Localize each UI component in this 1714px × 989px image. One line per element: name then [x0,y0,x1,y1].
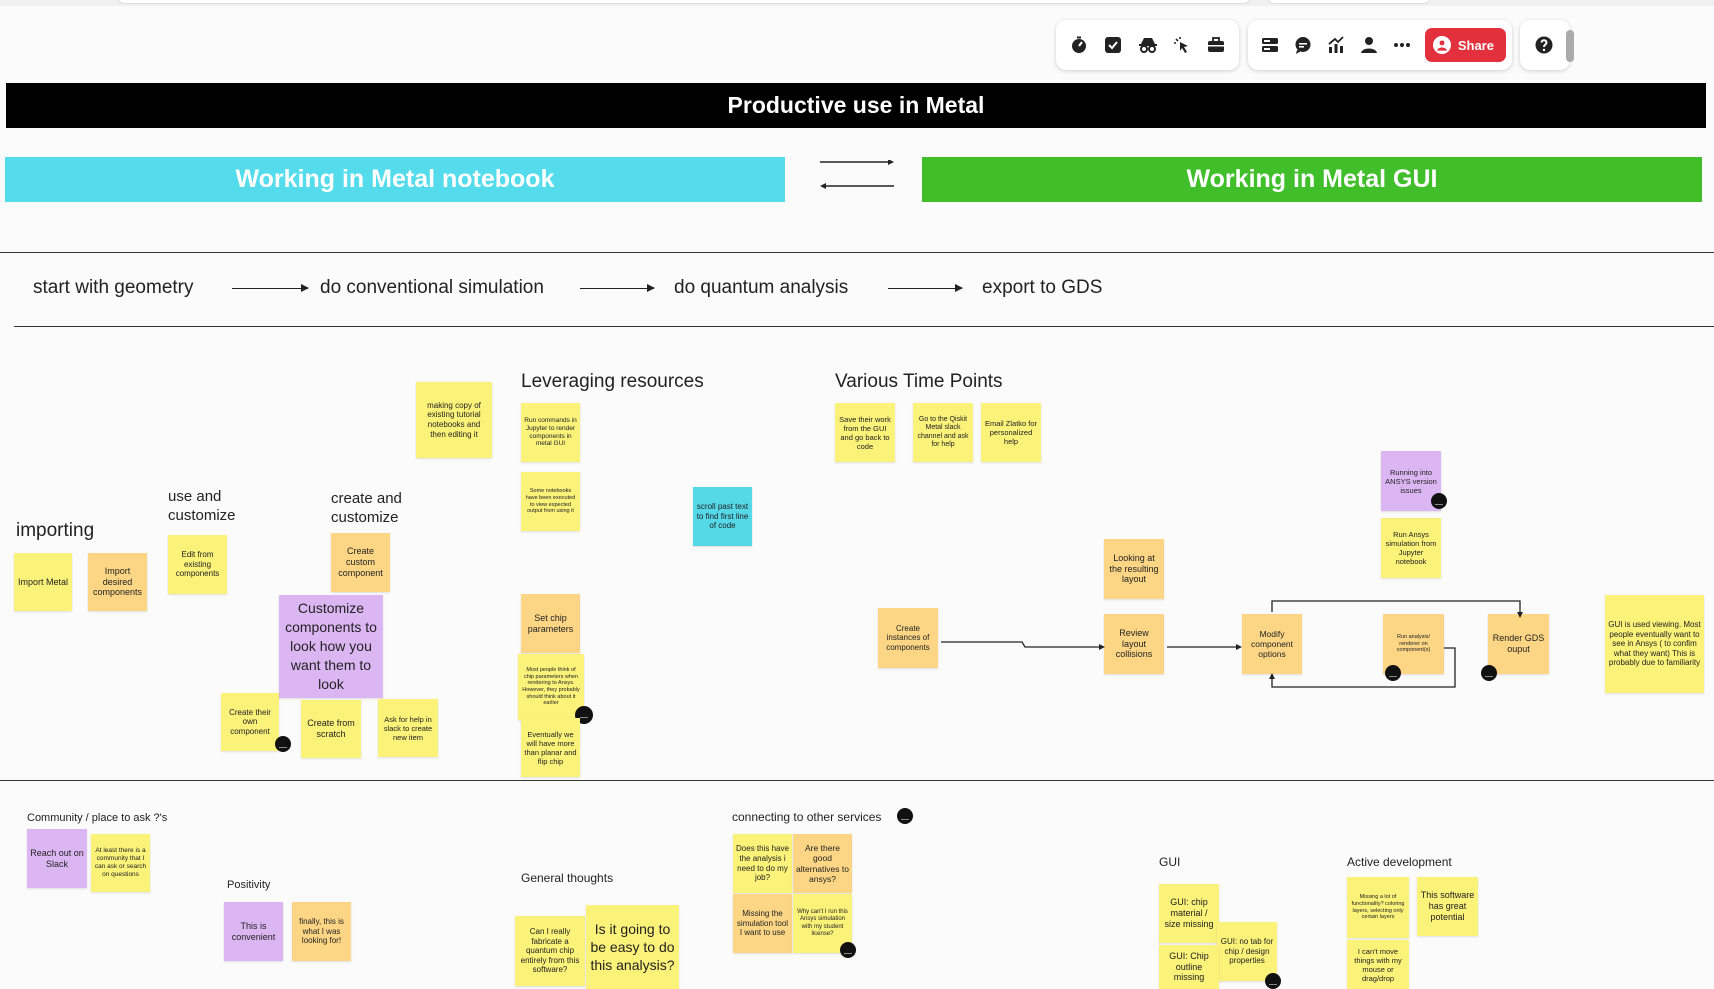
section-create-customize: create and customize [331,490,402,526]
face-icon [1431,493,1447,509]
notebook-banner: Working in Metal notebook [5,157,785,202]
sticky-note[interactable]: Run commands in Jupyter to render compon… [521,403,580,462]
sticky-note[interactable]: scroll past text to find first line of c… [693,487,752,546]
section-time-points: Various Time Points [835,371,1003,392]
face-icon [840,942,856,958]
face-icon [275,736,291,752]
sticky-note[interactable]: Import Metal [14,553,72,611]
sticky-note[interactable]: Is it going to be easy to do this analys… [586,905,679,989]
avatar[interactable] [1566,30,1574,62]
workflow-arrow [580,284,655,292]
sticky-note[interactable]: Does this have the analysis i need to do… [733,834,792,893]
sticky-note[interactable]: Edit from existing components [168,535,227,594]
section-importing: importing [16,520,95,541]
briefcase-icon[interactable] [1199,27,1233,63]
sticky-note[interactable]: Are there good alternatives to ansys? [793,834,852,893]
sticky-note[interactable]: Most people think of chip parameters whe… [518,654,584,720]
face-icon [1481,665,1497,681]
face-icon [1265,973,1281,989]
checkbox-icon[interactable] [1096,27,1130,63]
share-user-icon [1432,36,1451,54]
sticky-note[interactable]: GUI: no tab for chip / design properties [1217,922,1277,981]
toolbar-help-group [1520,20,1570,70]
workflow-step-3: do quantum analysis [674,277,849,298]
divider-workflow [14,326,1714,327]
share-label: Share [1457,37,1494,53]
sticky-note[interactable]: Set chip parameters [521,594,580,653]
sticky-note[interactable]: Modify component options [1242,614,1302,674]
sticky-note[interactable]: This software has great potential [1417,877,1478,936]
sticky-note[interactable]: GUI: chip material / size missing [1159,884,1219,943]
comment-icon[interactable] [1287,27,1320,63]
cursor-click-icon[interactable] [1165,27,1199,63]
sticky-note[interactable]: Render GDS ouput [1488,614,1549,674]
face-icon [1385,665,1401,681]
section-community: Community / place to ask ?'s [27,812,168,824]
workflow-arrow [232,284,309,292]
sticky-note[interactable]: Review layout collisions [1104,614,1164,674]
section-active-dev: Active development [1347,855,1452,869]
sticky-note[interactable]: finally, this is what I was looking for! [292,902,351,961]
timer-icon[interactable] [1062,27,1096,63]
help-icon[interactable] [1526,27,1562,63]
section-leveraging: Leveraging resources [521,371,704,392]
sticky-note[interactable]: Some notebooks have been executed to vie… [521,472,580,531]
browser-top-strip [0,0,1714,6]
toolbar-right-group: Share [1248,20,1512,70]
workflow-step-2: do conventional simulation [320,277,544,298]
sticky-note[interactable]: Missing the simulation tool I want to us… [733,894,792,953]
section-connecting: connecting to other services [732,810,882,824]
sticky-note[interactable]: Email Zlatko for personalized help [981,403,1041,462]
section-general: General thoughts [521,871,614,885]
bidirectional-arrows [818,159,896,190]
workflow-arrow [888,284,963,292]
sticky-note[interactable]: I can't move things with my mouse or dra… [1347,940,1409,989]
board-title: Productive use in Metal [6,83,1706,128]
sticky-note[interactable]: making copy of existing tutorial noteboo… [416,382,492,458]
sticky-note[interactable]: Create custom component [331,533,390,592]
sticky-note[interactable]: GUI is used viewing. Most people eventua… [1605,595,1704,693]
cards-icon[interactable] [1254,27,1287,63]
person-icon[interactable] [1353,27,1386,63]
incognito-icon[interactable] [1130,27,1164,63]
share-button[interactable]: Share [1424,28,1506,62]
sticky-note[interactable]: Customize components to look how you wan… [279,595,383,698]
sticky-note[interactable]: Create from scratch [301,700,361,758]
gui-banner: Working in Metal GUI [922,157,1702,202]
section-use-customize: use and customize [168,488,236,524]
sticky-note[interactable]: Create instances of components [878,608,938,668]
sticky-note[interactable]: Reach out on Slack [27,829,87,888]
more-icon[interactable] [1386,27,1419,63]
workflow-step-1: start with geometry [33,277,194,298]
sticky-note[interactable]: Missing a lot of functionality? coloring… [1347,877,1409,938]
toolbar-left-group [1056,20,1239,70]
sticky-note[interactable]: Looking at the resulting layout [1104,539,1164,599]
sticky-note[interactable]: Go to the Qiskit Metal slack channel and… [913,403,973,462]
sticky-note[interactable]: Run analysis/ renderer on component(s) [1383,614,1444,674]
sticky-note[interactable]: GUI: Chip outline missing [1159,945,1219,989]
workflow-step-4: export to GDS [982,277,1103,298]
section-gui: GUI [1159,855,1181,869]
divider-bottom [0,780,1714,781]
chart-icon[interactable] [1320,27,1353,63]
sticky-note[interactable]: Run Ansys simulation from Jupyter notebo… [1381,518,1441,578]
section-positivity: Positivity [227,879,271,891]
face-icon [897,808,913,824]
sticky-note[interactable]: This is convenient [224,902,283,961]
sticky-note[interactable]: Create their own component [221,693,279,751]
divider-top [0,252,1714,253]
sticky-note[interactable]: Can I really fabricate a quantum chip en… [515,916,585,986]
sticky-note[interactable]: Save their work from the GUI and go back… [835,403,895,462]
sticky-note[interactable]: Import desired components [88,553,147,611]
sticky-note[interactable]: Eventually we will have more than planar… [521,718,580,777]
sticky-note[interactable]: At least there is a community that I can… [91,834,150,892]
sticky-note[interactable]: Ask for help in slack to create new item [378,699,438,757]
